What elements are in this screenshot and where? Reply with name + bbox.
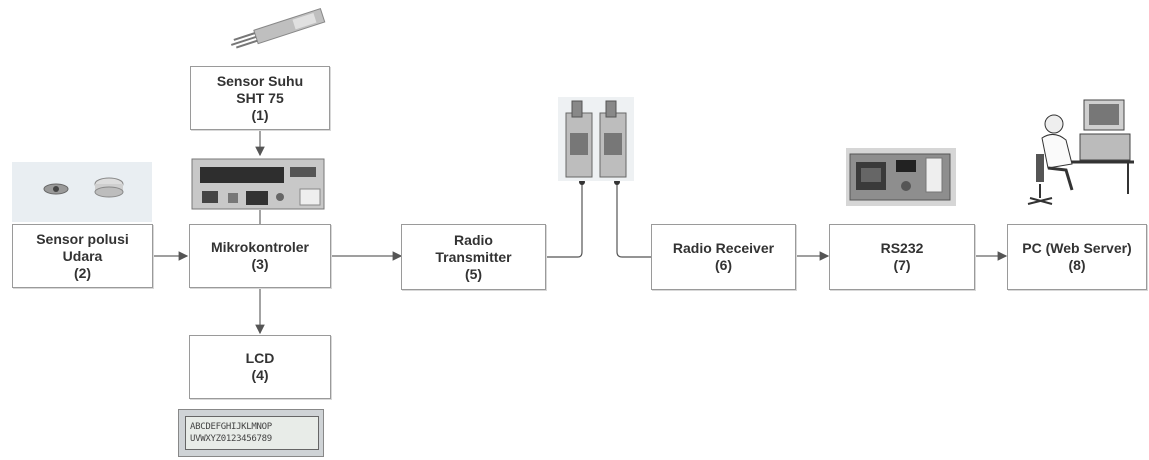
radio-modules-image — [558, 97, 634, 181]
block-title: Radio Receiver — [673, 240, 774, 257]
block-radio-receiver: Radio Receiver (6) — [651, 224, 796, 290]
wire-tx-antenna — [546, 183, 582, 257]
wire-antenna-rx — [617, 183, 651, 257]
block-title: Mikrokontroler — [211, 239, 309, 256]
sht75-probe-image — [226, 4, 336, 62]
block-subtitle: Transmitter — [435, 249, 511, 266]
block-subtitle: Udara — [63, 248, 103, 265]
block-lcd: LCD (4) — [189, 335, 331, 399]
block-mikrokontroler: Mikrokontroler (3) — [189, 224, 331, 288]
block-number: (2) — [74, 265, 91, 282]
block-number: (5) — [465, 266, 482, 283]
block-number: (3) — [251, 256, 268, 273]
block-title: Radio — [454, 232, 493, 249]
block-title: RS232 — [881, 240, 924, 257]
block-number: (8) — [1068, 257, 1085, 274]
pc-user-image — [1026, 94, 1136, 212]
rs232-board-image — [846, 148, 956, 206]
lcd-module-image: ABCDEFGHIJKLMNOP UVWXYZ0123456789 — [178, 409, 324, 457]
block-title: LCD — [246, 350, 275, 367]
block-radio-transmitter: Radio Transmitter (5) — [401, 224, 546, 290]
block-pc-web-server: PC (Web Server) (8) — [1007, 224, 1147, 290]
block-title: PC (Web Server) — [1022, 240, 1131, 257]
block-sensor-suhu-sht75: Sensor Suhu SHT 75 (1) — [190, 66, 330, 130]
block-number: (1) — [251, 107, 268, 124]
block-subtitle: SHT 75 — [236, 90, 283, 107]
block-number: (7) — [893, 257, 910, 274]
block-number: (4) — [251, 367, 268, 384]
block-sensor-polusi-udara: Sensor polusi Udara (2) — [12, 224, 153, 288]
air-sensor-image — [12, 162, 152, 222]
block-title: Sensor polusi — [36, 231, 129, 248]
block-number: (6) — [715, 257, 732, 274]
microcontroller-board-image — [190, 155, 330, 213]
block-title: Sensor Suhu — [217, 73, 303, 90]
lcd-row-2: UVWXYZ0123456789 — [190, 433, 318, 445]
lcd-row-1: ABCDEFGHIJKLMNOP — [190, 421, 318, 433]
block-rs232: RS232 (7) — [829, 224, 975, 290]
